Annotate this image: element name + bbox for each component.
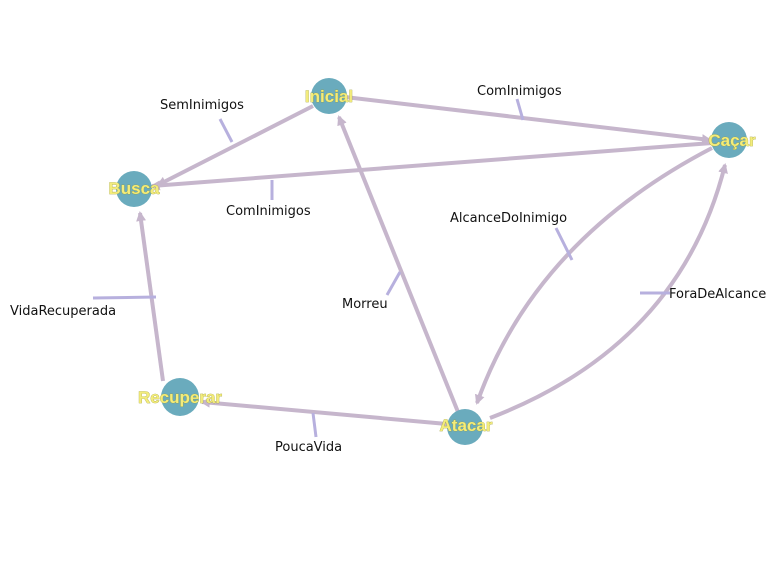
label-vidarecuperada: VidaRecuperada [10, 304, 116, 319]
node-busca[interactable]: Busca [108, 171, 160, 207]
label-cominimigos-top: ComInimigos [477, 84, 562, 99]
tick-morreu [385, 271, 402, 296]
label-ticks [92, 98, 670, 438]
tick-cominimigos-top [515, 98, 525, 121]
label-alcancedoinimigo: AlcanceDoInimigo [450, 211, 567, 226]
label-morreu: Morreu [342, 297, 388, 312]
node-busca-circle [116, 171, 152, 207]
label-cominimigos-bottom: ComInimigos [226, 204, 311, 219]
node-atacar-circle [447, 409, 483, 445]
edge-atacar-recuperar [200, 397, 448, 426]
edge-inicial-busca [156, 104, 314, 187]
node-cacar[interactable]: Caçar [708, 122, 756, 158]
tick-seminimigos [218, 118, 234, 143]
node-busca-label: Busca [108, 179, 160, 198]
node-recuperar-circle [161, 378, 199, 416]
edge-atacar-inicial [337, 115, 460, 413]
node-atacar[interactable]: Atacar [439, 409, 493, 445]
node-atacar-label: Atacar [440, 416, 493, 435]
node-inicial[interactable]: Inicial [305, 78, 353, 114]
edge-cacar-busca [150, 141, 713, 191]
node-recuperar[interactable]: Recuperar [138, 378, 223, 416]
node-cacar-circle [711, 122, 747, 158]
tick-alcancedoinimigo [554, 227, 574, 261]
node-inicial-label: Inicial [305, 87, 353, 106]
node-recuperar-label: Recuperar [138, 388, 222, 407]
tick-vidarecuperada [92, 295, 157, 300]
node-inicial-circle [311, 78, 347, 114]
edge-atacar-cacar [489, 163, 728, 420]
tick-poucavida [311, 412, 318, 438]
edge-inicial-cacar [344, 95, 712, 145]
edge-cacar-atacar [474, 146, 713, 405]
node-cacar-label: Caçar [708, 131, 756, 150]
label-poucavida: PoucaVida [275, 440, 342, 455]
edges [136, 95, 728, 426]
edge-labels: SemInimigos ComInimigos ComInimigos Vida… [10, 84, 766, 455]
label-foradealcance: ForaDeAlcance [669, 287, 766, 302]
label-seminimigos: SemInimigos [160, 98, 244, 113]
